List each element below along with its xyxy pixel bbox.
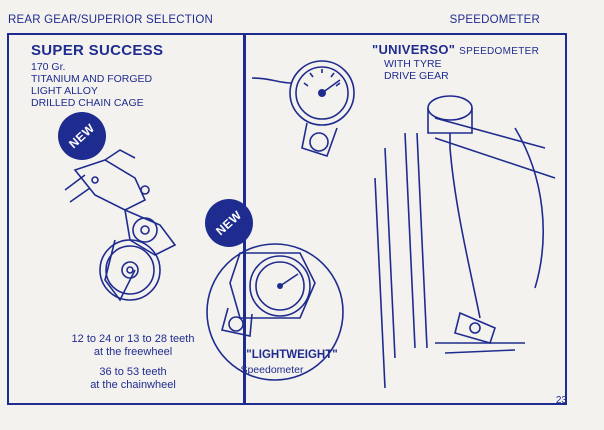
lightweight-title: "LIGHTWEIGHT" [246, 349, 338, 361]
lightweight-sub: Speedometer [240, 364, 304, 376]
spec-line: WITH TYRE [384, 58, 442, 70]
lightweight-speedometer-illustration [221, 252, 316, 337]
section-header-right: SPEEDOMETER [449, 14, 540, 26]
universo-speedometer-illustration [251, 60, 355, 157]
spec-line: TITANIUM AND FORGED [31, 73, 153, 85]
spec-line: 170 Gr. [31, 61, 66, 73]
universo-name: "UNIVERSO" [372, 42, 456, 57]
universo-title: "UNIVERSO" SPEEDOMETER [372, 42, 539, 57]
new-badge: NEW [58, 112, 106, 160]
universo-specs: WITH TYRE DRIVE GEAR [384, 58, 449, 82]
universo-sub: SPEEDOMETER [459, 46, 540, 57]
new-badge: NEW [205, 199, 253, 247]
section-header-left: REAR GEAR/SUPERIOR SELECTION [8, 14, 213, 26]
caption-line: at the chainwheel [90, 379, 176, 391]
lightweight-inset-frame [206, 243, 344, 381]
super-success-specs: 170 Gr. TITANIUM AND FORGED LIGHT ALLOY … [31, 61, 152, 109]
caption-line: 36 to 53 teeth [99, 366, 167, 378]
rear-derailleur-illustration [64, 149, 177, 302]
product-title-super-success: SUPER SUCCESS [31, 42, 164, 59]
caption-line: at the freewheel [93, 346, 173, 358]
caption-line: 12 to 24 or 13 to 28 teeth [71, 333, 195, 345]
spec-line: LIGHT ALLOY [31, 85, 98, 97]
freewheel-caption: 12 to 24 or 13 to 28 teeth at the freewh… [45, 333, 221, 359]
spec-line: DRIVE GEAR [384, 70, 449, 82]
page-number: 23 [555, 395, 567, 406]
bicycle-fork-illustration [374, 95, 556, 389]
spec-line: DRILLED CHAIN CAGE [31, 97, 144, 109]
chainwheel-caption: 36 to 53 teeth at the chainwheel [45, 366, 221, 392]
